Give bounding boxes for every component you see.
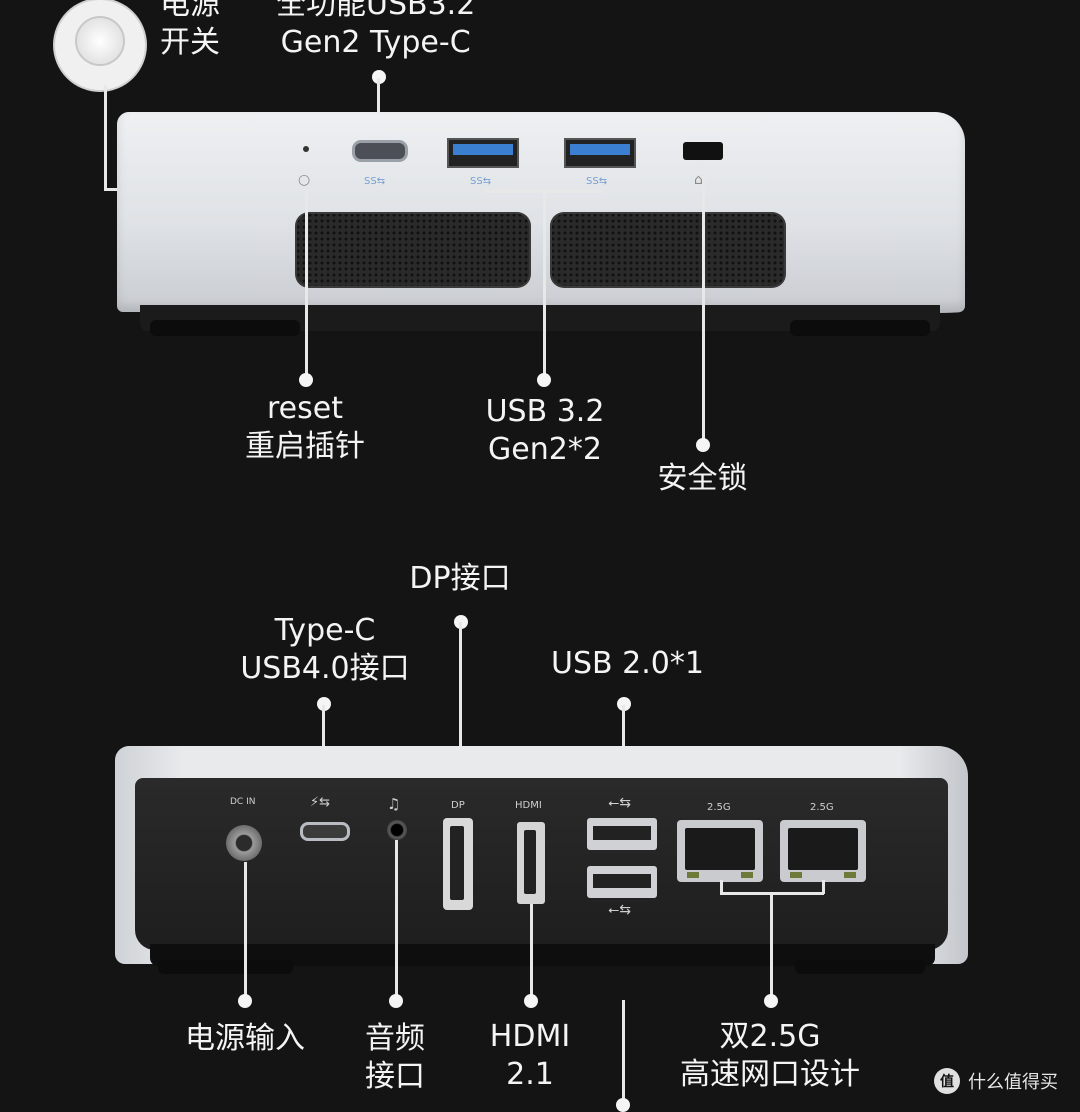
vent-grille-right (550, 212, 786, 288)
power-button[interactable] (77, 18, 123, 64)
reset-pinhole[interactable] (303, 146, 309, 152)
front-left-foot (150, 320, 300, 336)
dp-leader-line (459, 622, 462, 822)
watermark-text: 什么值得买 (968, 1072, 1058, 1093)
rear-right-foot (795, 960, 925, 974)
usbc-rear-port[interactable] (300, 822, 350, 841)
lan2-marking: 2.5G (810, 802, 834, 813)
reset-label: reset 重启插针 (245, 391, 365, 464)
usba-leader-line (543, 190, 546, 375)
usbc-front-port[interactable] (352, 140, 408, 162)
audio-leader-line (395, 840, 398, 997)
lan1-marking: 2.5G (707, 802, 731, 813)
lock-label: 安全锁 (657, 461, 748, 496)
dp-marking: DP (451, 800, 465, 811)
displayport[interactable] (443, 818, 473, 910)
front-right-foot (790, 320, 930, 336)
lan-bracket-left (720, 880, 723, 894)
usb2-callout-dot (617, 697, 631, 711)
usb2-bottom-callout-dot (616, 1098, 630, 1112)
usbc-front-leader-line (377, 78, 380, 140)
rear-device-base (150, 944, 935, 966)
dc-in-marking: DC IN (230, 797, 256, 807)
power-in-callout-dot (238, 994, 252, 1008)
reset-leader-line (305, 190, 308, 375)
usb-bottom-icon: ⭠⇆ (608, 902, 631, 918)
hdmi-label: HDMI 2.1 (489, 1019, 571, 1092)
lan-port-2[interactable] (780, 820, 866, 882)
usba-port-2-logo: SS⇆ (586, 176, 608, 187)
usbc-front-label: 全功能USB3.2 Gen2 Type-C (276, 0, 476, 60)
headphone-icon: ♫ (387, 795, 401, 813)
audio-label: 音频 接口 (365, 1021, 425, 1094)
usbc-front-callout-dot (372, 70, 386, 84)
lan-port-1[interactable] (677, 820, 763, 882)
usb-top-icon: ⭠⇆ (608, 795, 631, 811)
power-in-label: 电源输入 (185, 1021, 305, 1056)
lan-port-2-led-right (844, 872, 856, 878)
usba-port-1[interactable] (447, 138, 519, 168)
power-in-leader-line (244, 862, 247, 997)
hdmi-leader-line (530, 904, 533, 997)
vent-grille-left (295, 212, 531, 288)
usba-port-1-logo: SS⇆ (470, 176, 492, 187)
usb2-port-top[interactable] (587, 818, 657, 850)
typec-rear-label: Type-C USB4.0接口 (240, 613, 410, 686)
rear-left-foot (158, 960, 293, 974)
lock-callout-dot (696, 438, 710, 452)
lan-port-2-socket (788, 828, 858, 870)
usb2-bottom-leader-line (622, 1000, 625, 1108)
usba-port-2[interactable] (564, 138, 636, 168)
reset-icon: ○ (298, 172, 311, 188)
security-lock-slot[interactable] (683, 142, 723, 160)
lan-port-2-led-left (790, 872, 802, 878)
power-leader-line (104, 85, 107, 190)
power-switch-label: 电源 开关 (160, 0, 220, 60)
lan-port-1-socket (685, 828, 755, 870)
audio-callout-dot (389, 994, 403, 1008)
reset-callout-dot (299, 373, 313, 387)
hdmi-port[interactable] (517, 822, 545, 904)
usb4-marking-icon: ⚡⇆ (310, 795, 331, 810)
lan-port-1-led-right (741, 872, 753, 878)
usb2-label: USB 2.0*1 (551, 646, 704, 681)
lan-port-1-led-left (687, 872, 699, 878)
watermark: 值 什么值得买 (934, 1068, 1058, 1094)
usbc-front-logo: SS⇆ (364, 176, 386, 187)
lan-callout-dot (764, 994, 778, 1008)
lock-icon: ⌂ (694, 172, 703, 188)
usba-callout-dot (537, 373, 551, 387)
audio-jack[interactable] (387, 820, 407, 840)
lock-leader-line (702, 160, 705, 440)
power-leader-line-h (104, 188, 120, 191)
front-device-body (117, 112, 965, 312)
typec-rear-callout-dot (317, 697, 331, 711)
watermark-logo-icon: 值 (934, 1068, 960, 1094)
lan-leader-line (770, 892, 773, 997)
dp-label: DP接口 (409, 561, 511, 596)
lan-label: 双2.5G 高速网口设计 (680, 1019, 860, 1092)
hdmi-marking: HDMI (515, 800, 542, 811)
hdmi-callout-dot (524, 994, 538, 1008)
lan-bracket-right (822, 880, 825, 894)
usba-label: USB 3.2 Gen2*2 (485, 394, 605, 467)
usb2-port-bottom[interactable] (587, 866, 657, 898)
dc-power-jack[interactable] (226, 825, 262, 861)
